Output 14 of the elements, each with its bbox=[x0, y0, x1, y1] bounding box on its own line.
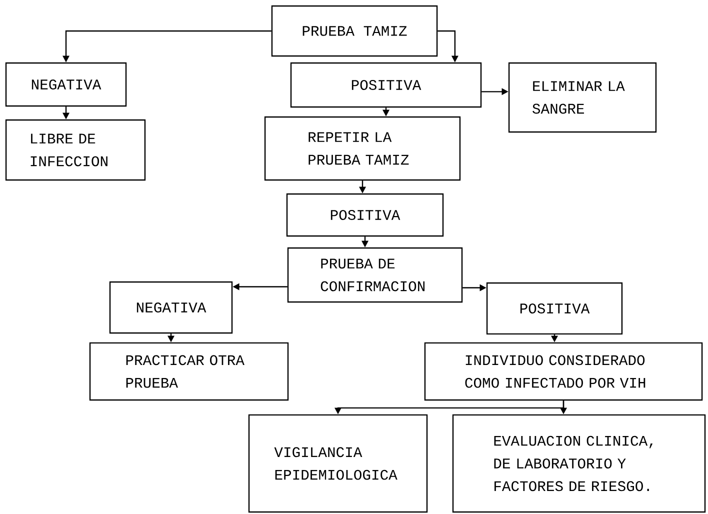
process-box: POSITIVA bbox=[486, 282, 623, 335]
process-box: PRACTICAR OTRA PRUEBA bbox=[89, 342, 289, 401]
process-box: ELIMINAR LA SANGRE bbox=[508, 62, 657, 133]
process-box: PRUEBA DE CONFIRMACION bbox=[287, 247, 463, 303]
process-box: LIBRE DE INFECCION bbox=[5, 119, 146, 181]
process-box: REPETIR LA PRUEBA TAMIZ bbox=[264, 116, 461, 181]
process-box: VIGILANCIA EPIDEMIOLOGICA bbox=[248, 414, 428, 513]
process-box: NEGATIVA bbox=[109, 281, 233, 334]
process-box: POSITIVA bbox=[290, 62, 482, 108]
process-box: EVALUACION CLINICA, DE LABORATORIO Y FACTORES DE RIESGO. bbox=[452, 414, 706, 513]
process-box: POSITIVA bbox=[286, 193, 444, 237]
process-box: NEGATIVA bbox=[5, 62, 127, 107]
process-box: INDIVIDUO CONSIDERADO COMO INFECTADO POR VIH bbox=[424, 342, 703, 401]
process-box: PRUEBA TAMIZ bbox=[271, 5, 438, 57]
